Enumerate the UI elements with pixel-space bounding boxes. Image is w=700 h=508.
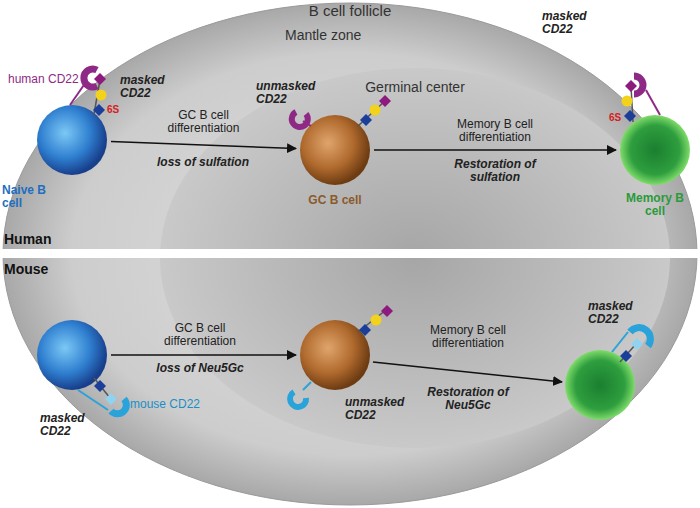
annotation-label: unmasked CD22 bbox=[345, 396, 417, 422]
cell-body bbox=[620, 115, 690, 185]
galactose-symbol bbox=[622, 96, 633, 107]
annotation-label: loss of Neu5Gc bbox=[150, 362, 250, 375]
cd22-receptor bbox=[630, 328, 650, 346]
annotation-label: loss of sulfation bbox=[153, 156, 253, 169]
glycan-bond bbox=[94, 378, 110, 398]
differentiation-arrow bbox=[111, 354, 296, 356]
annotation-label: masked CD22 bbox=[542, 10, 614, 36]
memory-b-cell bbox=[565, 350, 635, 420]
glycan-bond bbox=[620, 344, 636, 362]
cd22-stalk bbox=[78, 390, 108, 410]
annotation-label: 6S bbox=[609, 112, 629, 123]
annotation-label: unmasked CD22 bbox=[256, 80, 312, 106]
sialic-acid-symbol bbox=[381, 305, 393, 317]
cd22-receptor bbox=[290, 392, 306, 407]
annotation-label: 6S bbox=[107, 104, 127, 115]
cd22-receptor bbox=[292, 112, 308, 127]
edge-label: GC B cell differentiation bbox=[154, 109, 254, 135]
glcnac-symbol bbox=[360, 114, 372, 126]
glcnac-symbol bbox=[620, 350, 632, 362]
annotation-label: Restoration of Neu5Gc bbox=[418, 386, 518, 412]
glycan-bond bbox=[358, 100, 386, 126]
galactose-symbol bbox=[96, 90, 107, 101]
shape-outline bbox=[619, 114, 691, 186]
sialic-acid-symbol bbox=[625, 80, 637, 92]
naive-b-cell: Naive B cell bbox=[36, 104, 108, 176]
gc-b-cell bbox=[300, 320, 370, 390]
cd22-receptor bbox=[111, 399, 126, 414]
annotation-label: Memory B cell differentiation bbox=[418, 324, 518, 350]
annotation-label: masked CD22 bbox=[120, 74, 184, 100]
annotation-label: Mantle zone bbox=[285, 28, 405, 43]
annotation-label: Restoration of sulfation bbox=[445, 158, 545, 184]
annotation-label: masked CD22 bbox=[40, 412, 104, 438]
annotation-label: Mouse bbox=[4, 262, 64, 277]
sialic-acid-symbol bbox=[94, 73, 106, 85]
sialic-acid-symbol bbox=[379, 95, 391, 107]
neu5gc-symbol bbox=[105, 393, 117, 405]
naive-b-cell bbox=[37, 320, 107, 390]
annotation-label: GC B cell differentiation bbox=[150, 322, 250, 348]
cd22-stalk bbox=[612, 332, 628, 352]
separator-band bbox=[0, 249, 700, 258]
differentiation-arrow bbox=[373, 362, 562, 382]
edge-label: Memory B cell differentiation bbox=[445, 118, 545, 144]
glcnac-symbol bbox=[359, 324, 371, 336]
annotation-label: Human bbox=[4, 232, 64, 247]
glcnac-symbol bbox=[624, 110, 636, 122]
cd22-stalk bbox=[646, 90, 660, 115]
node-label: B cell follicle bbox=[0, 3, 700, 20]
glcnac-symbol bbox=[93, 104, 105, 116]
annotation-label: masked CD22 bbox=[588, 300, 662, 326]
cd22-stalk bbox=[303, 382, 311, 390]
annotation-label: mouse CD22 bbox=[130, 398, 204, 411]
node-label: GC B cell bbox=[305, 194, 365, 207]
neu5gc-symbol bbox=[631, 338, 643, 350]
differentiation-arrow bbox=[111, 141, 296, 148]
node-label: Naive B cell bbox=[2, 184, 56, 210]
node-label: Memory B cell bbox=[622, 192, 688, 218]
shape-outline bbox=[36, 104, 108, 176]
galactose-symbol bbox=[370, 105, 381, 116]
glcnac-symbol bbox=[94, 380, 106, 392]
cell-body bbox=[37, 105, 107, 175]
cd22-receptor bbox=[634, 76, 643, 94]
galactose-symbol bbox=[371, 315, 382, 326]
annotation-label: human CD22 bbox=[8, 73, 80, 86]
node-label: Germinal center bbox=[160, 80, 670, 95]
memory-b-cell: Memory B cell bbox=[619, 114, 691, 186]
differentiation-arrow bbox=[374, 149, 616, 151]
